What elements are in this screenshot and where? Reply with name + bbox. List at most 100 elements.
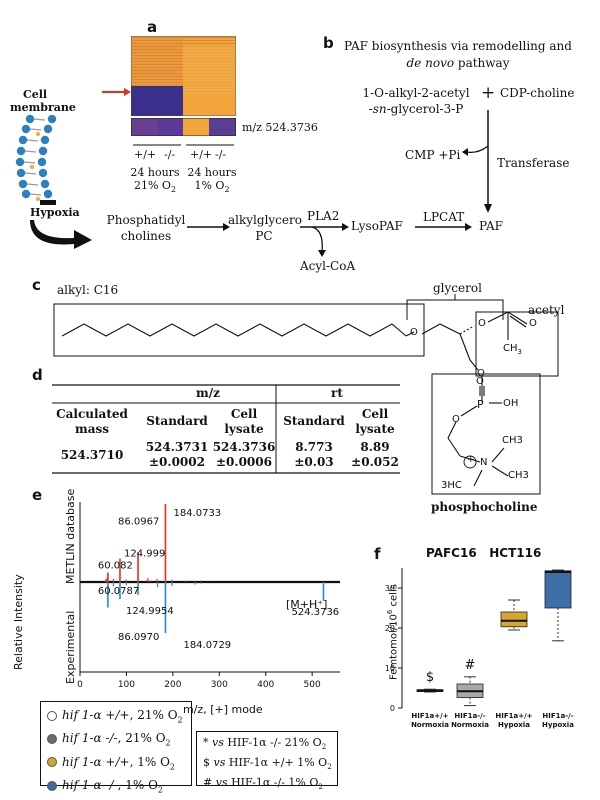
boxplot-y-tick-label: 10: [385, 664, 395, 673]
panel-label-d: d: [32, 366, 43, 384]
cdp-choline: CDP-choline: [500, 86, 575, 100]
genotype-3: +/+: [190, 148, 213, 161]
val-calculated-mass: 524.3710: [60, 448, 124, 462]
genotype-1: +/+: [134, 148, 157, 161]
panel-b-title: PAF biosynthesis via remodelling and de …: [344, 39, 572, 70]
spectrum-ylabel: Relative Intensity: [12, 574, 25, 670]
condition-left: 24 hours 21% O2: [130, 166, 180, 195]
atom-o-double: O: [476, 376, 484, 387]
condition-right: 24 hours 1% O2: [187, 166, 237, 195]
spectrum-peak-label: 60.0787: [98, 586, 139, 597]
lipid-head: [40, 179, 50, 189]
genotype-4: -/-: [215, 148, 227, 161]
arrow-1: [187, 223, 230, 231]
legend-stats-item: # vs HIF-1α -/- 1% O2: [203, 776, 323, 792]
arrow-2: [300, 223, 349, 257]
plus-sign: +: [481, 83, 496, 103]
atom-ch3-2: CH3: [508, 470, 529, 481]
boxplot-title: PAFC16 HCT116: [426, 546, 542, 560]
col-standard-rt: Standard: [283, 414, 345, 428]
lipid-head: [16, 146, 26, 156]
lipid-head: [15, 157, 25, 167]
legend-genotype-item: hif 1-α +/+, 1% O2: [47, 753, 191, 776]
boxplot-y-tick-label: 30: [385, 584, 395, 593]
spectrum-peak-label: 524.3736: [291, 607, 339, 618]
spectrum-xlabel: m/z, [+] mode: [183, 703, 263, 716]
val-standard-mz: 524.3731±0.0002: [145, 440, 209, 469]
boxplot-category-label: HIF1a+/+Hypoxia: [495, 712, 533, 729]
legend-genotype-item: hif 1-α -/-, 21% O2: [47, 729, 191, 752]
legend-dot-icon: [47, 710, 57, 721]
box-4: [544, 570, 572, 609]
curved-arrow: [30, 220, 92, 249]
lipid-head: [21, 124, 31, 134]
spectrum-peak-label: 86.0967: [118, 517, 159, 528]
atom-ch3-1: CH3: [502, 435, 523, 446]
legend-stats-item: * vs HIF-1α -/- 21% O2: [203, 736, 327, 752]
val-lysate-mz: 524.3736±0.0006: [212, 440, 276, 469]
atom-o-ether: O: [410, 327, 418, 338]
lipid-tail: [26, 139, 39, 142]
spectrum-ion: [M+H⁺]: [286, 598, 328, 611]
lipid-marker: [29, 164, 35, 170]
legend-dot-icon: [47, 733, 57, 744]
phosphocholine-label: phosphocholine: [431, 500, 538, 514]
hypoxia-label: Hypoxia: [30, 206, 80, 219]
lipid-head: [40, 135, 50, 145]
atom-o-phosphate: O: [452, 414, 460, 425]
table-rules: [52, 384, 400, 474]
spectrum-peak-label: 124.9954: [126, 606, 174, 617]
cell-membrane-illustration: [15, 115, 57, 202]
lipid-tail: [24, 150, 37, 153]
red-arrow: [102, 88, 131, 96]
atom-o-carbonyl: O: [529, 318, 537, 329]
atom-o-ester: O: [478, 318, 486, 329]
lipid-marker: [35, 131, 41, 137]
cmp-pi: CMP +Pi: [405, 148, 461, 162]
spectrum-peak-label: 184.0733: [173, 508, 221, 519]
spectrum-peak-label: 184.0729: [183, 640, 231, 651]
spectrum-peak-label: 86.0970: [118, 632, 159, 643]
legend-genotype-item: hif 1-α +/+, 21% O2: [47, 706, 191, 729]
spectrum-x-tick-label: 100: [118, 680, 135, 690]
boxplot-category-label: HIF1a-/-Hypoxia: [542, 712, 574, 729]
genotype-brackets: [133, 144, 234, 146]
panel-label-f: f: [374, 545, 381, 563]
spectrum-x-tick-label: 500: [304, 680, 321, 690]
substrate: 1-O-alkyl-2-acetyl -sn-glycerol-3-P: [362, 86, 470, 116]
panel-label-b: b: [323, 34, 334, 52]
pla2-label: PLA2: [307, 209, 340, 223]
paf: PAF: [479, 219, 503, 233]
box-annotation: $: [426, 670, 434, 685]
lipid-tail: [24, 172, 37, 175]
spectrum-x-tick-label: 200: [164, 680, 181, 690]
alkyl-label: alkyl: C16: [57, 283, 119, 297]
atom-p: P: [477, 398, 484, 411]
atom-n: N: [480, 457, 488, 468]
lipid-tail: [23, 161, 36, 164]
val-lysate-rt: 8.89±0.052: [351, 440, 399, 469]
box-3: [500, 611, 528, 628]
atom-ch3-acetyl: CH3: [503, 343, 522, 356]
lipid-head: [21, 189, 31, 199]
boxplot-ylabel: Femtomol/106 cells: [386, 584, 400, 680]
lipid-tail: [29, 193, 42, 196]
spectrum-top-label: METLIN database: [64, 488, 77, 584]
lipid-head: [18, 135, 28, 145]
panel-label-c: c: [32, 276, 41, 294]
glycerol-label: glycerol: [433, 281, 482, 295]
lpcat-label: LPCAT: [423, 210, 465, 224]
spectrum-peak-label: 124.999: [124, 548, 165, 559]
header-rt: rt: [331, 386, 343, 400]
transferase: Transferase: [497, 156, 570, 170]
lipid-head: [38, 146, 48, 156]
spectrum-x-tick-label: 0: [77, 680, 83, 690]
spectrum-x-tick-label: 300: [211, 680, 228, 690]
